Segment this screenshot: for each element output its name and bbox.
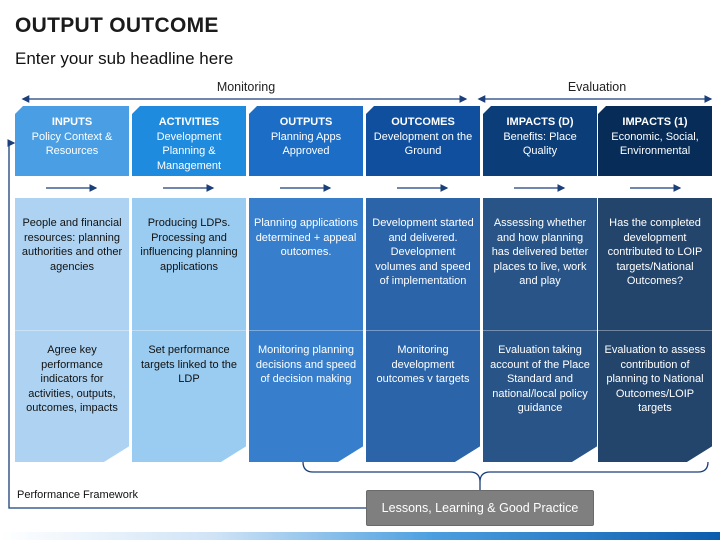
column-body: People and financial resources: planning… bbox=[15, 198, 129, 438]
outcome-brace bbox=[302, 461, 709, 483]
column-title: IMPACTS (D) bbox=[506, 116, 574, 128]
column-title: INPUTS bbox=[51, 116, 93, 128]
column-upper-text: Producing LDPs. Processing and influenci… bbox=[140, 217, 238, 273]
phase-label-evaluation: Evaluation bbox=[567, 80, 627, 94]
lessons-learning-box: Lessons, Learning & Good Practice bbox=[366, 490, 594, 526]
column-upper-text: Planning applications determined + appea… bbox=[254, 217, 358, 258]
column-header: OUTPUTS Planning Apps Approved bbox=[249, 106, 363, 176]
column-header: IMPACTS (D) Benefits: Place Quality bbox=[483, 106, 597, 176]
column-title: OUTPUTS bbox=[279, 116, 333, 128]
column-lower-text: Set performance targets linked to the LD… bbox=[140, 344, 237, 385]
column-fold bbox=[366, 438, 480, 462]
column-body: Producing LDPs. Processing and influenci… bbox=[132, 198, 246, 438]
column-activities: ACTIVITIES Development Planning & Manage… bbox=[132, 106, 246, 462]
column-impacts-d: IMPACTS (D) Benefits: Place Quality Asse… bbox=[483, 106, 597, 462]
column-divider bbox=[366, 330, 480, 331]
column-divider bbox=[598, 330, 712, 331]
column-subtitle: Planning Apps Approved bbox=[270, 130, 342, 158]
column-title: IMPACTS (1) bbox=[622, 116, 688, 128]
phase-label-monitoring: Monitoring bbox=[216, 80, 276, 94]
column-fold bbox=[249, 438, 363, 462]
performance-framework-label: Performance Framework bbox=[17, 489, 139, 501]
column-divider bbox=[132, 330, 246, 331]
column-lower-text: Monitoring development outcomes v target… bbox=[376, 344, 470, 385]
column-outcomes: OUTCOMES Development on the Ground Devel… bbox=[366, 106, 480, 462]
column-upper-text: Development started and delivered. Devel… bbox=[372, 217, 474, 287]
column-upper-text: People and financial resources: planning… bbox=[21, 217, 123, 273]
column-lower-text: Evaluation to assess contribution of pla… bbox=[604, 344, 706, 414]
column-divider bbox=[249, 330, 363, 331]
column-subtitle: Development Planning & Management bbox=[156, 130, 222, 172]
column-title: OUTCOMES bbox=[391, 116, 455, 128]
page-subtitle: Enter your sub headline here bbox=[15, 49, 234, 68]
column-lower-text: Evaluation taking account of the Place S… bbox=[490, 344, 590, 414]
column-fold bbox=[483, 438, 597, 462]
column-fold bbox=[15, 438, 129, 462]
column-divider bbox=[483, 330, 597, 331]
column-header: IMPACTS (1) Economic, Social, Environmen… bbox=[598, 106, 712, 176]
column-body: Has the completed development contribute… bbox=[598, 198, 712, 438]
column-body: Planning applications determined + appea… bbox=[249, 198, 363, 438]
column-subtitle: Development on the Ground bbox=[373, 130, 473, 158]
column-impacts-1: IMPACTS (1) Economic, Social, Environmen… bbox=[598, 106, 712, 462]
column-divider bbox=[15, 330, 129, 331]
column-title: ACTIVITIES bbox=[158, 116, 220, 128]
column-outputs: OUTPUTS Planning Apps Approved Planning … bbox=[249, 106, 363, 462]
column-upper-text: Assessing whether and how planning has d… bbox=[491, 217, 589, 287]
column-inputs: INPUTS Policy Context & Resources People… bbox=[15, 106, 129, 462]
column-subtitle: Economic, Social, Environmental bbox=[611, 130, 699, 158]
bottom-gradient-bar bbox=[0, 532, 720, 540]
column-header: ACTIVITIES Development Planning & Manage… bbox=[132, 106, 246, 176]
column-fold bbox=[598, 438, 712, 462]
column-lower-text: Agree key performance indicators for act… bbox=[26, 344, 118, 414]
column-subtitle: Policy Context & Resources bbox=[31, 130, 113, 158]
column-upper-text: Has the completed development contribute… bbox=[607, 217, 703, 287]
column-lower-text: Monitoring planning decisions and speed … bbox=[255, 344, 357, 385]
column-header: INPUTS Policy Context & Resources bbox=[15, 106, 129, 176]
page-title: OUTPUT OUTCOME bbox=[15, 14, 219, 37]
column-fold bbox=[132, 438, 246, 462]
column-body: Development started and delivered. Devel… bbox=[366, 198, 480, 438]
column-body: Assessing whether and how planning has d… bbox=[483, 198, 597, 438]
column-header: OUTCOMES Development on the Ground bbox=[366, 106, 480, 176]
column-subtitle: Benefits: Place Quality bbox=[503, 130, 577, 158]
